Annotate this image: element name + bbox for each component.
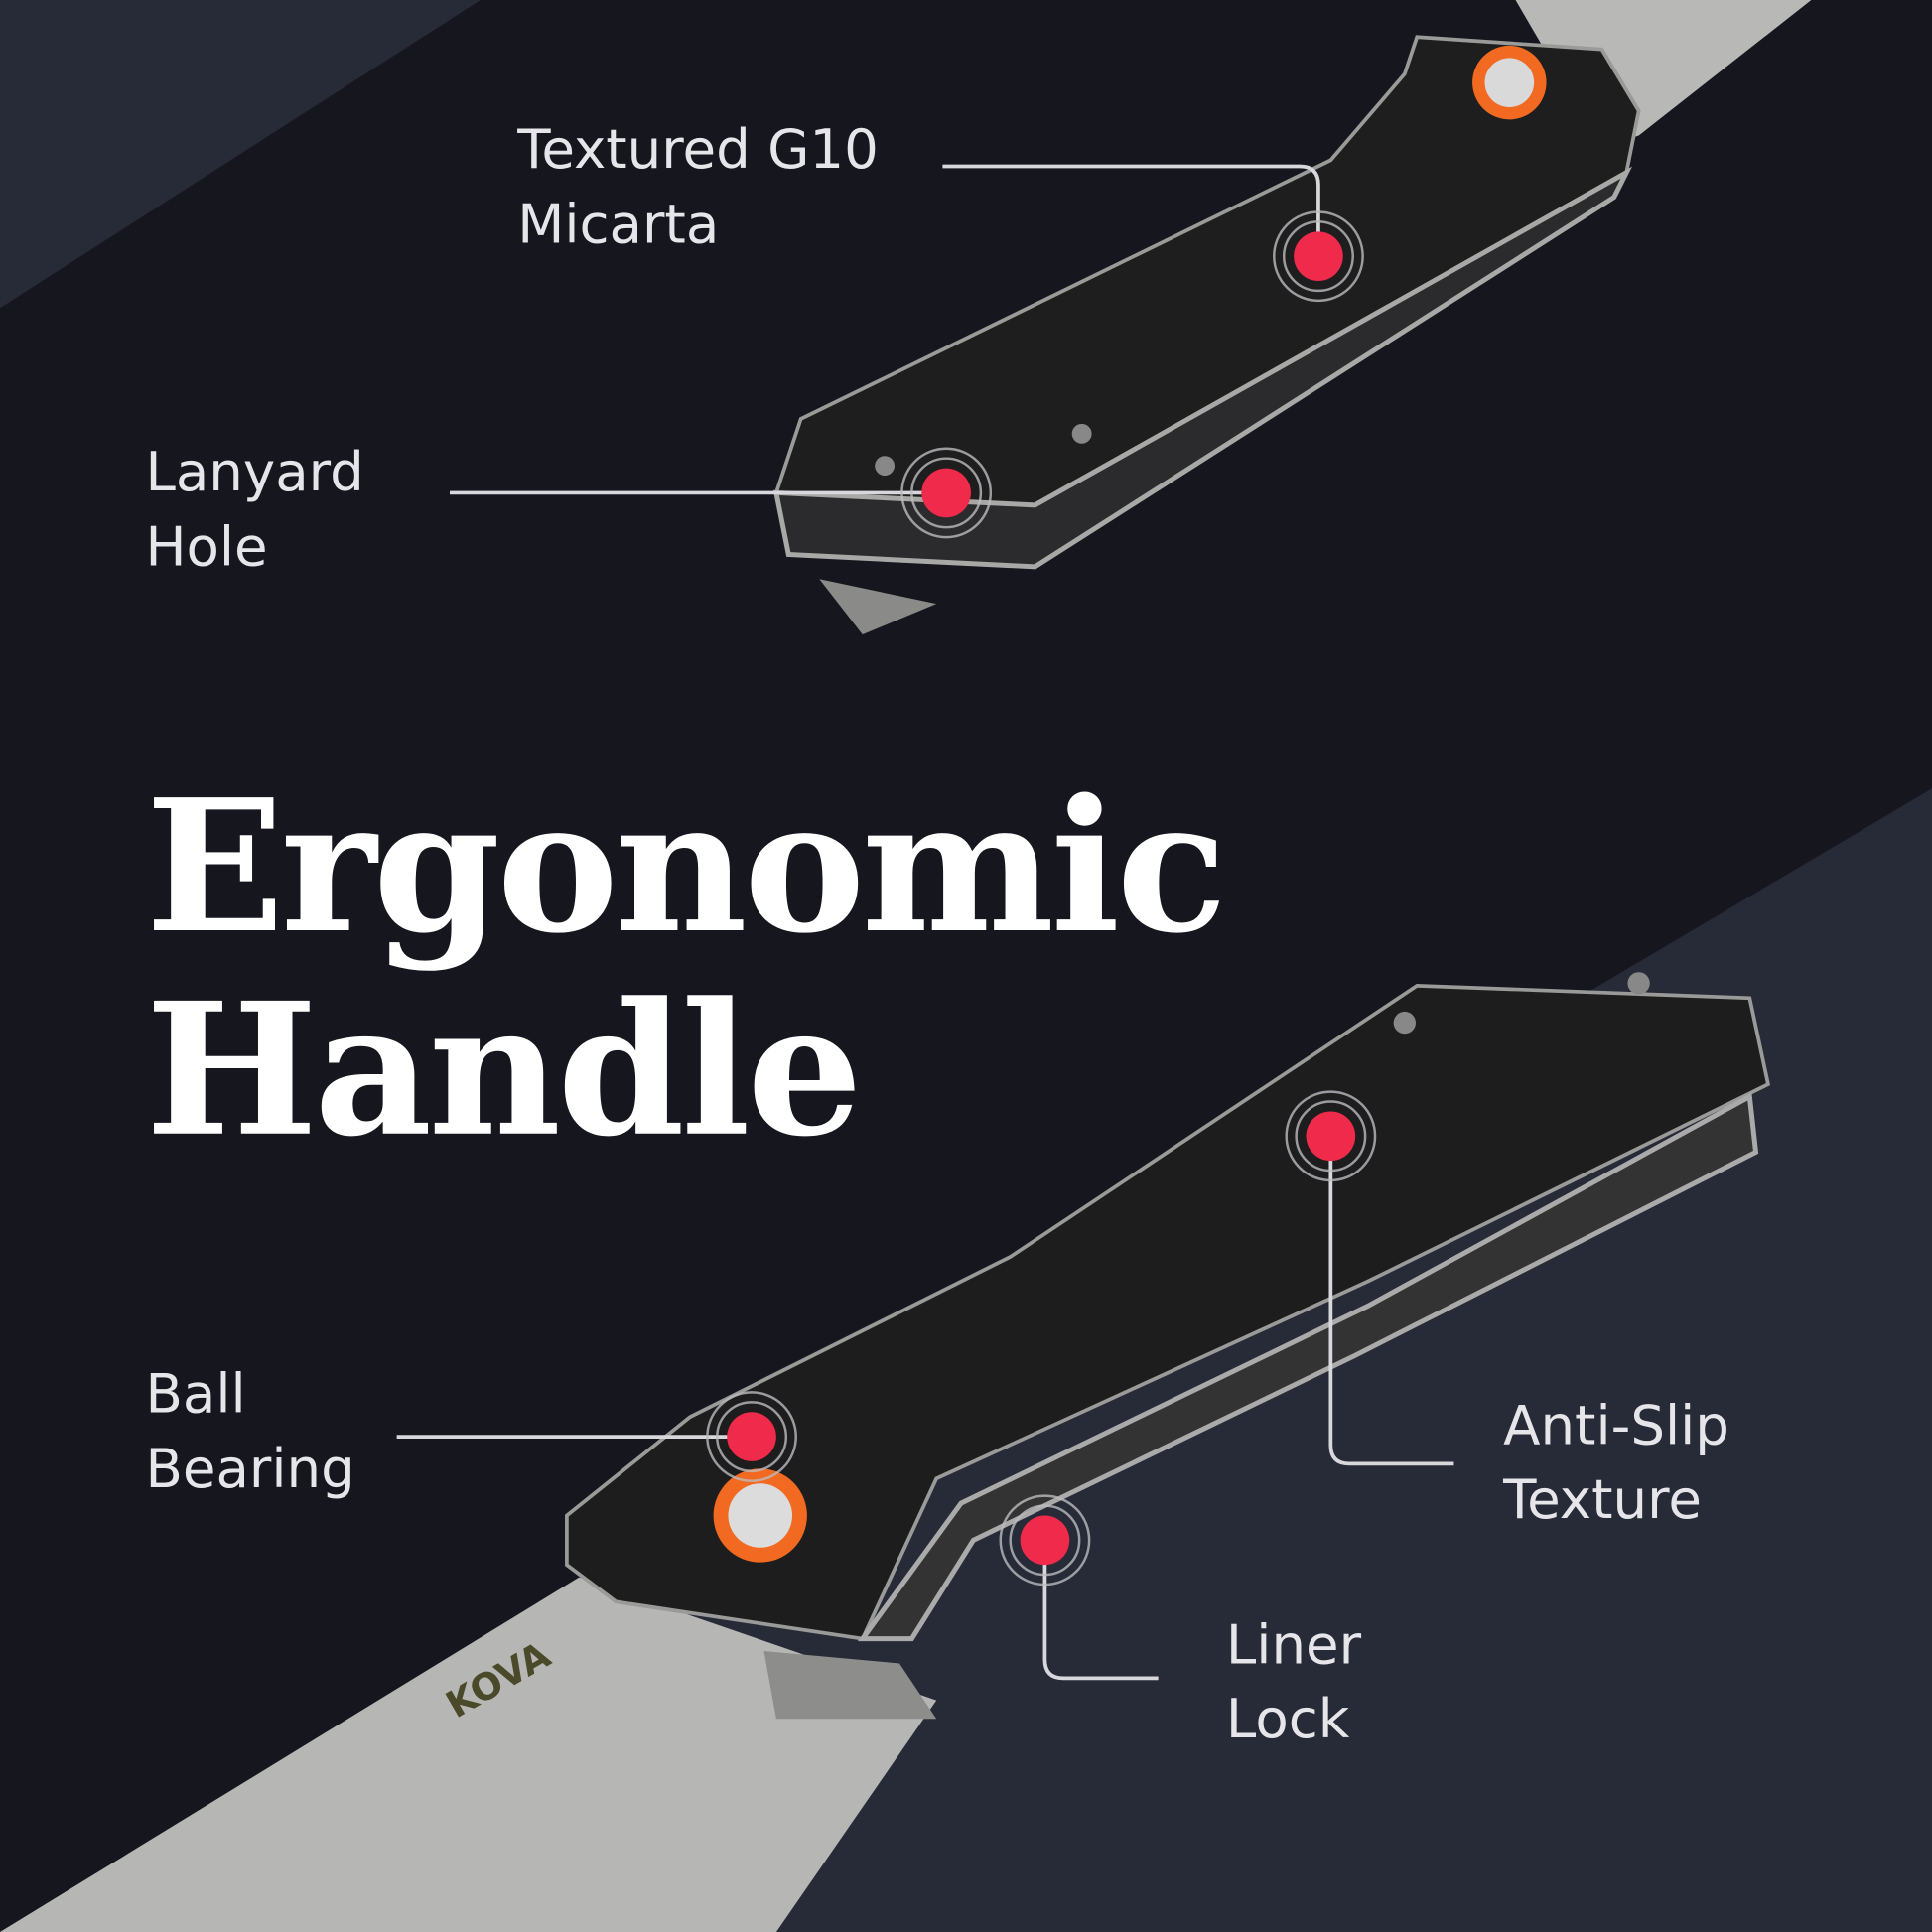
callout-ball-bearing: Ball Bearing bbox=[145, 1361, 797, 1500]
hotspot-dot[interactable] bbox=[727, 1412, 776, 1461]
corner-band-top bbox=[0, 0, 482, 309]
callout-label: Ball bbox=[145, 1361, 245, 1425]
callout-label: Liner bbox=[1226, 1612, 1362, 1676]
hotspot-dot[interactable] bbox=[1294, 231, 1343, 281]
callout-lanyard-hole: Lanyard Hole bbox=[145, 440, 993, 579]
knife-top bbox=[772, 0, 1812, 635]
callout-label: Hole bbox=[145, 515, 267, 579]
hotspot-dot[interactable] bbox=[1020, 1515, 1070, 1566]
hotspot-dot[interactable] bbox=[1306, 1111, 1356, 1162]
callout-label: Bearing bbox=[145, 1437, 354, 1500]
callout-label: Lanyard bbox=[145, 440, 363, 503]
knife-bottom: KOVA bbox=[0, 972, 1771, 1932]
callout-label: Anti-Slip bbox=[1503, 1394, 1729, 1457]
title-line-2: Handle bbox=[145, 964, 859, 1177]
callout-label: Textured G10 bbox=[516, 117, 879, 181]
callout-liner-lock: Liner Lock bbox=[999, 1494, 1362, 1750]
callout-label: Micarta bbox=[517, 192, 719, 255]
callout-label: Lock bbox=[1226, 1687, 1350, 1750]
callout-label: Texture bbox=[1502, 1467, 1702, 1531]
title-line-1: Ergonomic bbox=[145, 760, 1223, 974]
hotspot-dot[interactable] bbox=[921, 468, 971, 518]
callout-textured-g10: Textured G10 Micarta bbox=[516, 117, 1364, 303]
callout-anti-slip: Anti-Slip Texture bbox=[1285, 1090, 1729, 1531]
